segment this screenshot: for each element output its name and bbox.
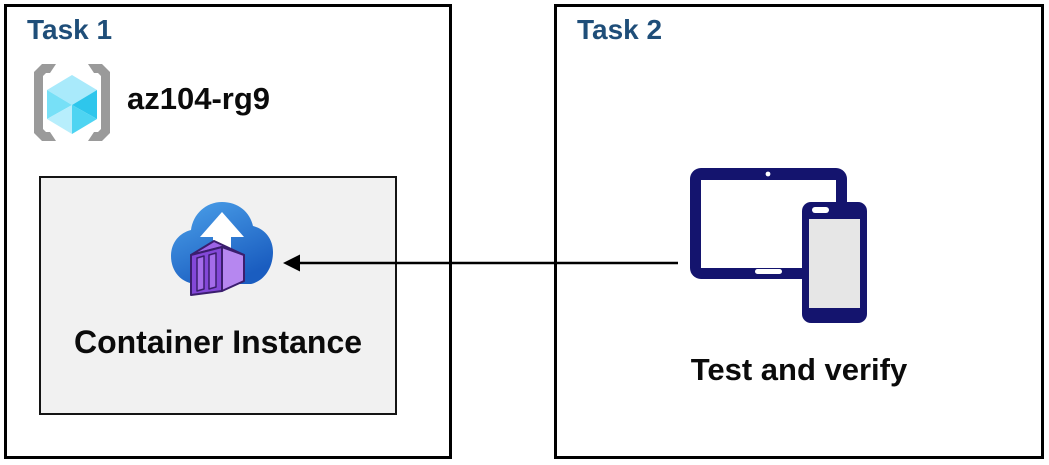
connector-arrow: [283, 254, 678, 272]
phone-glyph: [802, 202, 867, 323]
container-instance-box: Container Instance: [39, 176, 397, 415]
test-and-verify-label: Test and verify: [690, 352, 908, 387]
task1-box: Task 1 az104-rg9: [4, 4, 452, 459]
container-instance-label: Container Instance: [73, 324, 363, 360]
task2-title: Task 2: [577, 14, 663, 45]
phone-speaker-slot: [812, 207, 829, 213]
tablet-camera-dot: [765, 171, 771, 177]
bracket-left: [34, 64, 56, 141]
upload-arrow: [200, 212, 244, 260]
container-glyph: [190, 240, 245, 296]
resource-group-icon: [34, 64, 110, 141]
cube-glyph: [47, 75, 97, 134]
arrowhead-left: [283, 254, 300, 272]
bracket-right: [88, 64, 110, 141]
container-instance-icon: [171, 202, 273, 296]
task1-title: Task 1: [27, 14, 113, 45]
task2-box: Task 2 Test and verify: [554, 4, 1044, 459]
resource-group-name: az104-rg9: [127, 81, 271, 116]
tablet-and-phone-icon: [690, 168, 867, 323]
tablet-home-slot: [755, 269, 782, 274]
